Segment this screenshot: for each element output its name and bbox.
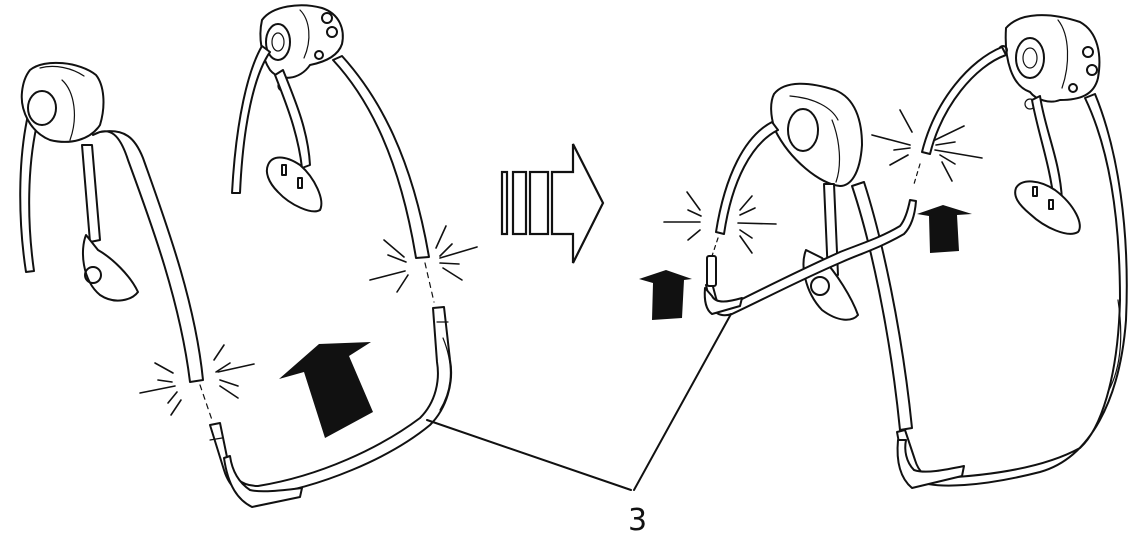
left-seat-bracket [81, 234, 139, 302]
after-right-seat-bracket [1014, 180, 1081, 235]
insert-up-arrow-icon [917, 205, 972, 253]
after-right-motor-housing [998, 14, 1101, 110]
left-motor-housing [20, 61, 105, 143]
after-long-leg-2 [896, 93, 1128, 487]
after-connector-peg [706, 255, 717, 287]
insert-up-arrow-icon [639, 270, 692, 320]
click-burst-icon [369, 225, 478, 293]
left-long-leg [92, 130, 204, 383]
upper-hanging-arm [274, 69, 311, 169]
after-upper-short-leg [921, 46, 1007, 155]
click-burst-icon [663, 191, 777, 254]
callout-3-leaders [426, 313, 732, 491]
insert-up-arrow-icon [279, 342, 373, 438]
after-base-tube-left [705, 199, 917, 317]
after-short-leg [715, 121, 779, 235]
after-base-foot-right [896, 439, 965, 489]
right-motor-housing [259, 4, 344, 92]
upper-long-leg [332, 55, 430, 259]
callout-label-3: 3 [628, 503, 648, 538]
click-burst-icon [139, 344, 255, 416]
after-long-leg-1 [851, 181, 913, 431]
upper-short-leg [231, 45, 271, 194]
after-hanging-arm [823, 183, 839, 277]
next-step-arrow-icon [500, 143, 605, 264]
left-hanging-arm [81, 144, 101, 243]
align-dash-left [199, 384, 213, 421]
after-left-motor-housing [770, 82, 863, 187]
after-base-foot-left [703, 287, 743, 315]
upper-seat-bracket [265, 156, 323, 213]
align-dash-right [424, 262, 435, 303]
click-burst-icon [871, 109, 983, 182]
left-free-leg [19, 114, 39, 273]
left-assembly [19, 4, 478, 508]
left-base-foot [223, 455, 303, 508]
right-assembly [639, 14, 1128, 489]
